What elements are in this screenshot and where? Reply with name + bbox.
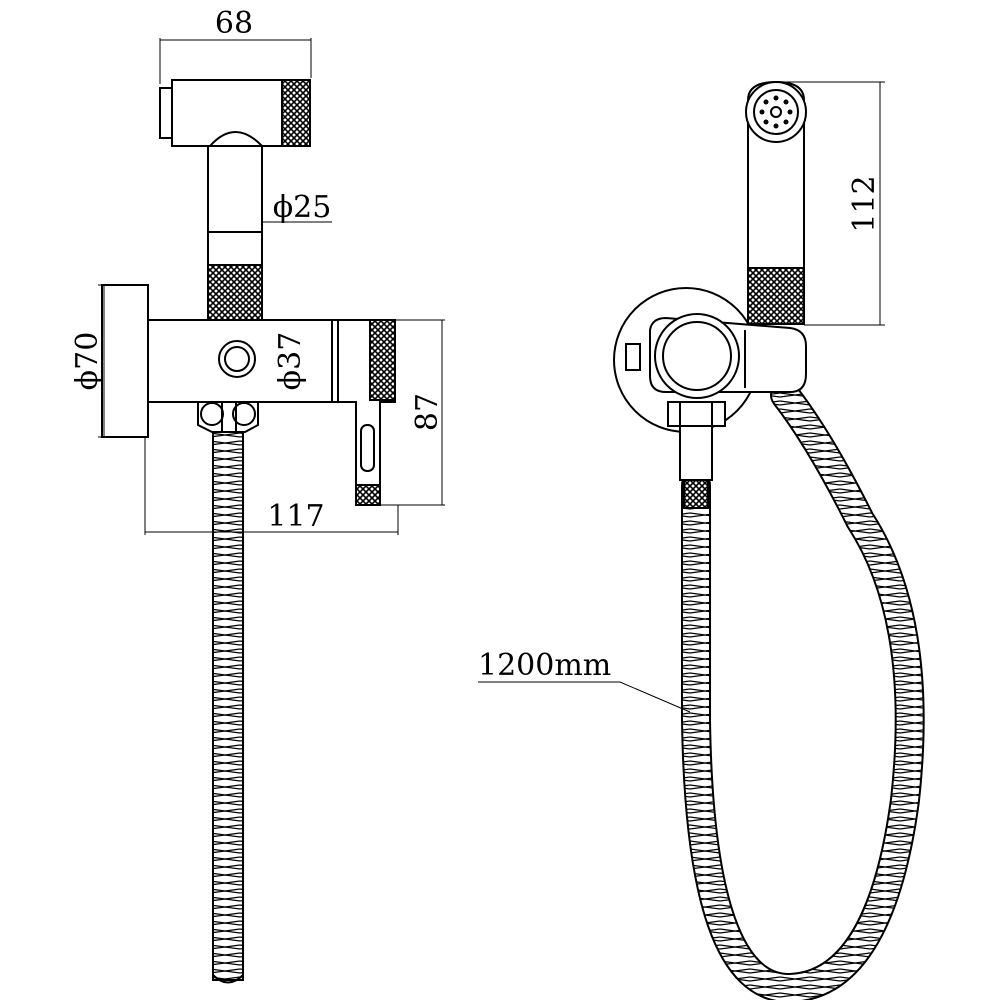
valve-body-side	[147, 319, 339, 403]
dim-total-length-label: 117	[267, 499, 324, 534]
dim-height-label: 87	[410, 393, 445, 431]
sprayer-holder-front	[625, 313, 807, 399]
dim-flange-diameter-label: ϕ70	[70, 332, 105, 391]
sprayer-front	[745, 80, 807, 325]
lever-side	[337, 319, 396, 506]
side-view: 68 ϕ25 ϕ70 ϕ37 87 117	[70, 6, 445, 984]
sprayer-stem-side	[207, 146, 263, 321]
wall-flange-side	[101, 284, 149, 438]
valve-nut-front	[667, 401, 726, 509]
hose-nut-side	[197, 401, 259, 433]
hose-length-label: 1200mm	[478, 648, 611, 683]
dim-sprayer-height-label: 112	[847, 175, 882, 232]
hose-side	[212, 431, 244, 984]
dimensions-side	[98, 38, 445, 535]
front-view: 112 1200mm	[478, 80, 925, 1000]
sprayer-head-side	[159, 79, 311, 147]
dim-width-top-label: 68	[215, 6, 253, 41]
dimensions-front	[478, 81, 885, 713]
dim-body-diameter-label: ϕ37	[273, 332, 308, 391]
dim-tube-diameter-label: ϕ25	[273, 190, 332, 225]
